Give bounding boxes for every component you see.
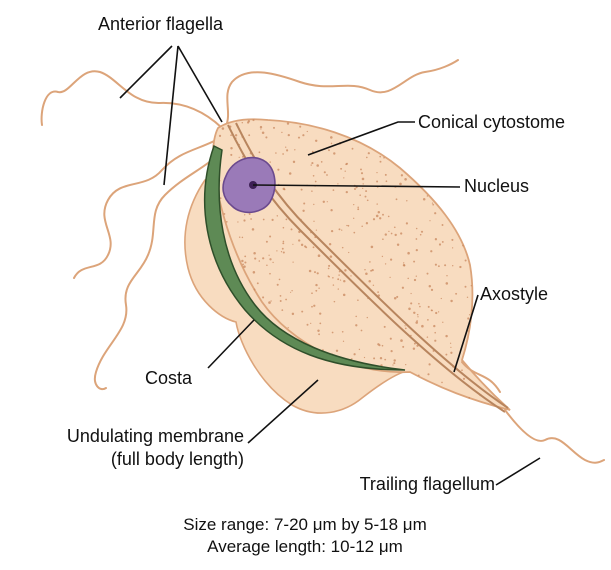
leader-anterior-flagella-2	[164, 46, 178, 185]
label-undulating-membrane-sub: (full body length)	[111, 449, 244, 469]
leader-trailing-flagellum	[496, 458, 540, 485]
label-undulating-membrane: Undulating membrane	[67, 426, 244, 446]
leader-anterior-flagella-3	[178, 46, 222, 122]
label-conical-cytostome: Conical cytostome	[418, 112, 565, 132]
caption-average-length: Average length: 10-12 μm	[207, 537, 403, 556]
label-nucleus: Nucleus	[464, 176, 529, 196]
caption: Size range: 7-20 μm by 5-18 μm Average l…	[183, 515, 427, 556]
label-trailing-flagellum: Trailing flagellum	[360, 474, 495, 494]
label-anterior-flagella: Anterior flagella	[98, 14, 224, 34]
label-costa: Costa	[145, 368, 193, 388]
anterior-flagellum-1	[42, 71, 222, 128]
label-axostyle: Axostyle	[480, 284, 548, 304]
trailing-flagellum	[505, 410, 604, 463]
caption-size-range: Size range: 7-20 μm by 5-18 μm	[183, 515, 427, 534]
leader-anterior-flagella-1	[120, 46, 172, 98]
